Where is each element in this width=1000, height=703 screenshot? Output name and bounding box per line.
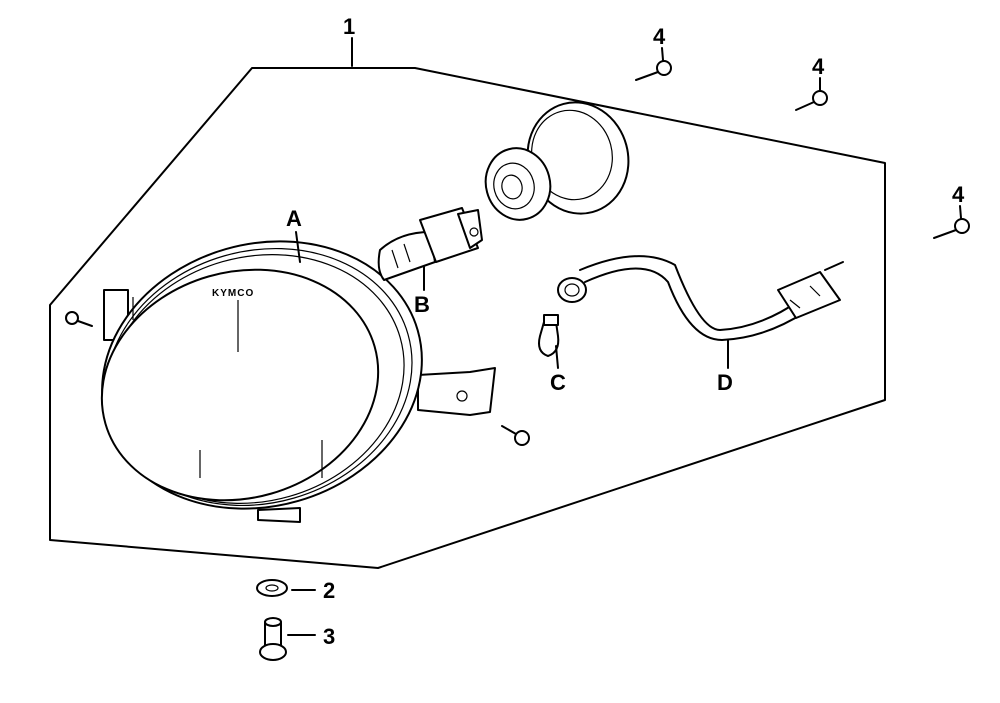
brand-logo-text: KYMCO	[212, 288, 254, 299]
headlight-lens	[100, 268, 380, 502]
screw-right	[933, 218, 970, 239]
callout-4-top-left: 4	[653, 24, 666, 49]
screw-top-left	[635, 60, 672, 81]
small-bulb	[538, 314, 560, 357]
callout-3: 3	[323, 624, 335, 649]
callout-a: A	[286, 206, 302, 231]
leader-a	[295, 231, 301, 263]
bulb-socket	[484, 101, 630, 221]
leader-4c	[959, 205, 962, 219]
callout-2: 2	[323, 578, 335, 603]
assembly-boundary	[49, 67, 886, 569]
left-mount-screw	[65, 311, 93, 327]
callout-4-top-mid: 4	[812, 54, 825, 79]
screw-top-mid	[795, 90, 828, 111]
callout-1: 1	[343, 14, 355, 39]
leader-4a	[661, 47, 664, 61]
callout-4-right: 4	[952, 182, 965, 207]
washer	[256, 579, 316, 597]
bolt	[259, 617, 316, 661]
main-bulb	[377, 207, 483, 281]
headlight-housing: KYMCO	[100, 240, 496, 523]
callout-b: B	[414, 292, 430, 317]
lower-screw	[501, 425, 530, 446]
leader-c	[555, 345, 559, 369]
wiring-harness	[557, 255, 844, 341]
callout-c: C	[550, 370, 566, 395]
callout-d: D	[717, 370, 733, 395]
